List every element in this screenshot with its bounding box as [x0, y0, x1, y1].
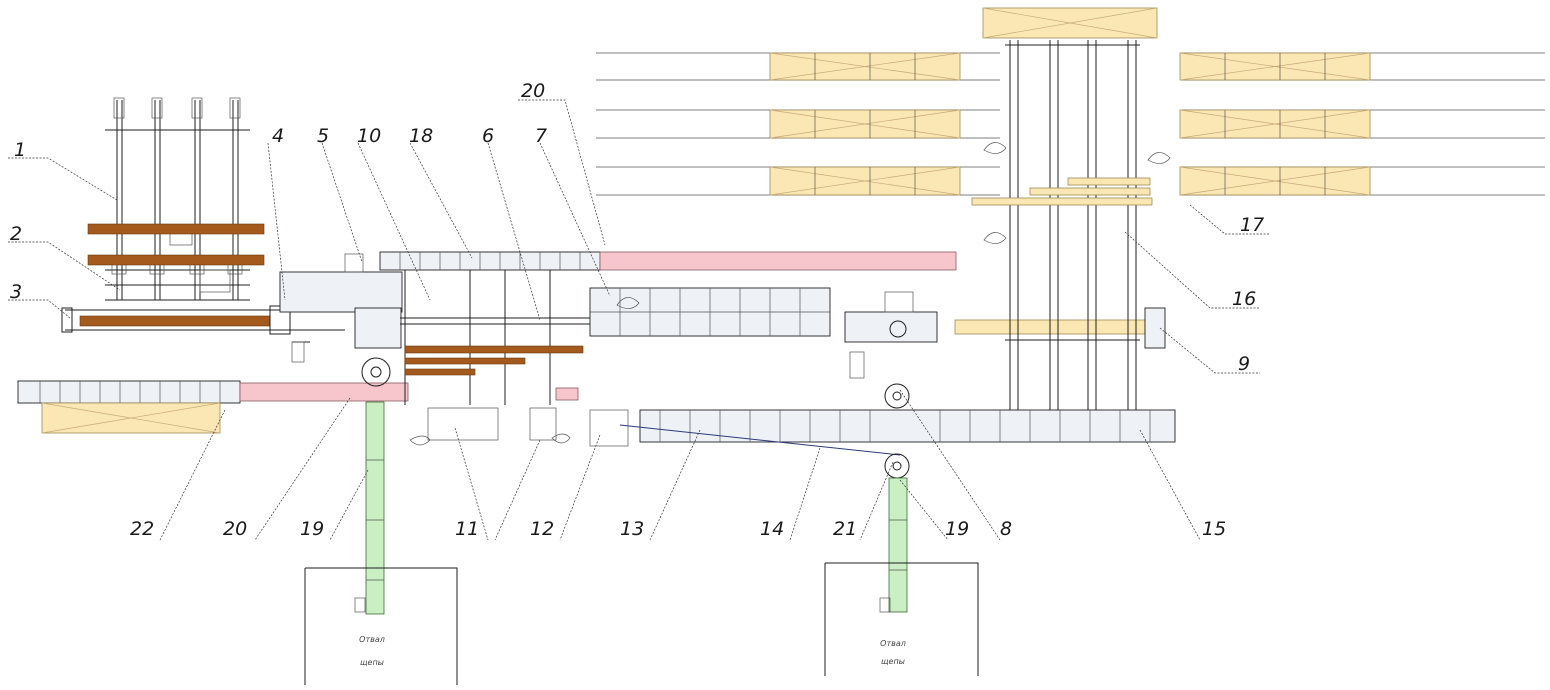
callout-21: 21 [833, 518, 857, 540]
log-3 [79, 315, 271, 327]
callout-5: 5 [317, 125, 329, 147]
edger-line [589, 287, 1166, 409]
sorting-deck [596, 7, 1545, 410]
headsaw-area [279, 251, 957, 446]
headrig-frame [279, 271, 403, 313]
saw-blade-circle [361, 357, 391, 387]
callout-11: 11 [455, 518, 479, 540]
callout-12: 12 [530, 518, 554, 540]
saw-carriage [354, 307, 402, 349]
callout-20-bottom: 20 [223, 518, 247, 540]
leader-lines [8, 99, 1270, 541]
callout-2: 2 [10, 223, 22, 245]
log-2 [87, 254, 265, 266]
log-infeed-deck [61, 97, 345, 335]
edger-machine [844, 311, 938, 343]
bottom-conveyor [589, 409, 1176, 479]
callout-3: 3 [10, 281, 22, 303]
log-1 [87, 223, 265, 235]
chip-pile-left-line1: Отвал [359, 635, 385, 644]
callout-4: 4 [272, 125, 284, 147]
callout-1: 1 [14, 139, 26, 161]
callout-9: 9 [1238, 353, 1250, 375]
callout-7: 7 [535, 125, 547, 147]
callout-10: 10 [357, 125, 381, 147]
chip-conveyor-right [824, 477, 979, 676]
pink-transfer-conveyor-20 [239, 382, 409, 402]
callout-13: 13 [620, 518, 644, 540]
callout-16: 16 [1232, 288, 1256, 310]
callout-14: 14 [760, 518, 784, 540]
chip-pile-right-line1: Отвал [880, 639, 906, 648]
chip-pile-right-line2: щепы [881, 657, 905, 666]
conveyor-frame [17, 380, 241, 404]
callout-20-top: 20 [521, 80, 545, 102]
callout-22: 22 [130, 518, 154, 540]
callout-15: 15 [1202, 518, 1226, 540]
callout-17: 17 [1240, 214, 1264, 236]
callout-18: 18 [409, 125, 433, 147]
callout-19-left: 19 [300, 518, 324, 540]
callout-19-right: 19 [945, 518, 969, 540]
chip-pile-left-line2: щепы [360, 658, 384, 667]
lumber-conveyor-22 [17, 380, 409, 434]
chip-conveyor-left [304, 401, 458, 685]
conveyor-18 [379, 251, 601, 271]
pink-conveyor-20-top [599, 251, 957, 271]
callout-8: 8 [1000, 518, 1012, 540]
callout-6: 6 [482, 125, 494, 147]
